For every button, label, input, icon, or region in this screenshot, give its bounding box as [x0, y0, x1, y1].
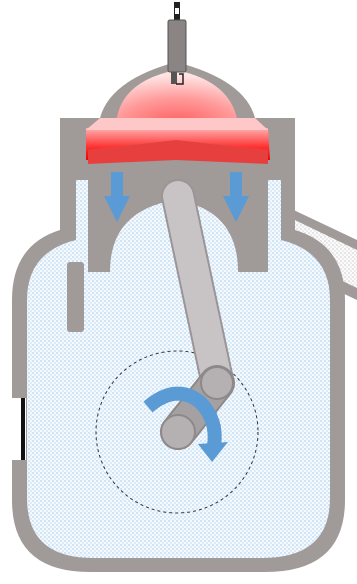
piston [88, 140, 268, 272]
connecting-rod [161, 179, 234, 397]
rotation-arrow-icon [143, 386, 228, 462]
spark-plug [167, 2, 187, 85]
intake-port [12, 398, 26, 460]
transfer-port [67, 262, 84, 332]
piston-down-arrow-right [223, 172, 249, 222]
crank-path [95, 350, 259, 514]
piston-down-arrow-left [104, 172, 130, 222]
crank-journal [160, 414, 196, 450]
